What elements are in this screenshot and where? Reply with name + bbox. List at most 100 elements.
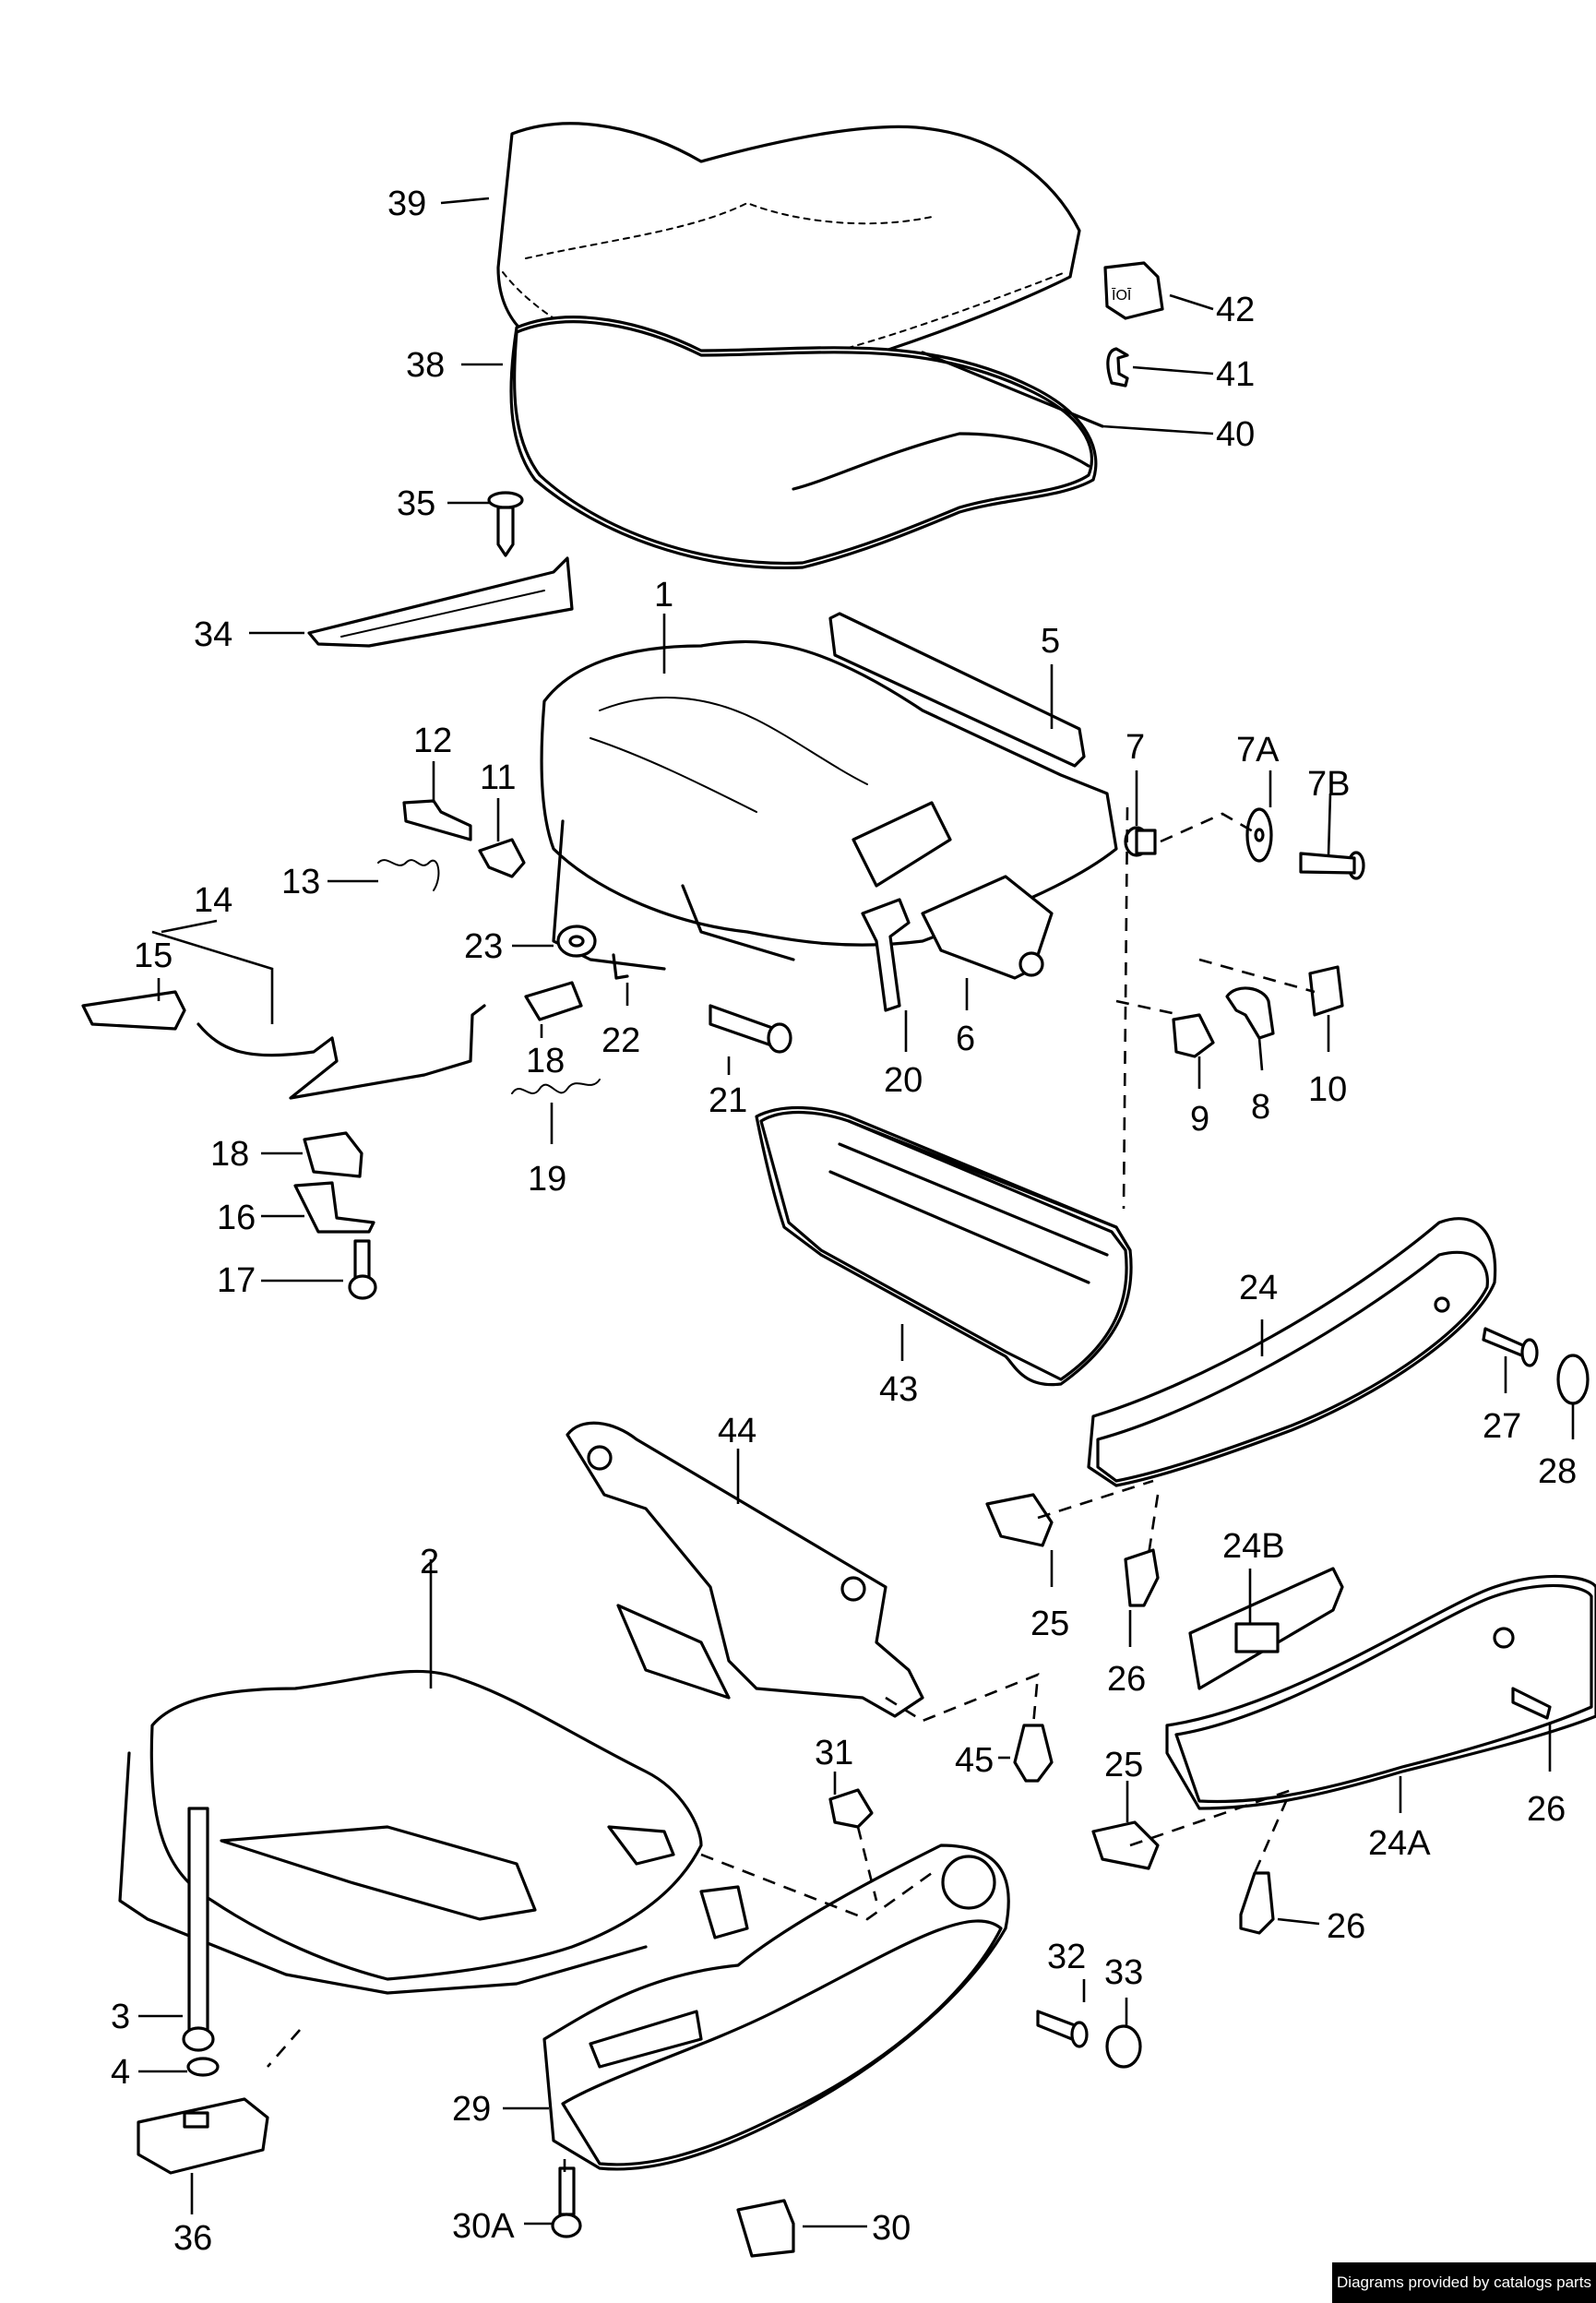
bolt-3 xyxy=(182,1807,215,2052)
callout-43: 43 xyxy=(879,1370,918,1409)
callout-32: 32 xyxy=(1047,1938,1086,1976)
seat-foam-pad xyxy=(509,316,1098,570)
seat-frame-lower xyxy=(118,1669,749,1995)
callout-23: 23 xyxy=(464,927,503,966)
adjuster-mechanism xyxy=(921,875,1054,980)
nut-23 xyxy=(556,925,597,958)
callout-31: 31 xyxy=(815,1734,853,1772)
screw-17 xyxy=(348,1239,377,1300)
callout-25: 25 xyxy=(1030,1605,1069,1643)
callout-13: 13 xyxy=(281,863,320,901)
screw-26-right xyxy=(1511,1687,1552,1720)
callout-42: 42 xyxy=(1216,291,1255,329)
callout-29: 29 xyxy=(452,2090,491,2129)
clip-31 xyxy=(828,1788,874,1829)
rod-14 xyxy=(197,1004,486,1100)
clip-11 xyxy=(478,838,526,878)
callout-27: 27 xyxy=(1483,1407,1521,1446)
callout-18-lower: 18 xyxy=(210,1135,249,1174)
cap-28 xyxy=(1556,1354,1590,1405)
clip-30 xyxy=(736,2199,795,2258)
callout-30a: 30A xyxy=(452,2207,515,2246)
callout-14: 14 xyxy=(194,881,232,920)
side-shield-29 xyxy=(542,1844,1010,2171)
callout-26: 26 xyxy=(1107,1660,1146,1699)
callout-7: 7 xyxy=(1126,728,1145,767)
callout-1: 1 xyxy=(654,576,673,615)
clip-25-lower xyxy=(1091,1820,1160,1870)
callout-25-lower: 25 xyxy=(1104,1746,1143,1784)
callout-21: 21 xyxy=(709,1081,747,1120)
bushing-7 xyxy=(1124,826,1157,857)
screw-32 xyxy=(1036,2010,1089,2048)
callout-24: 24 xyxy=(1239,1269,1278,1307)
callout-7b: 7B xyxy=(1307,765,1350,804)
callout-41: 41 xyxy=(1216,355,1255,394)
side-panel xyxy=(828,612,1086,768)
screw-35 xyxy=(487,491,524,557)
seat-frame-upper xyxy=(540,639,1118,971)
callout-33: 33 xyxy=(1104,1953,1143,1992)
bushing-18-lower xyxy=(303,1131,363,1178)
callout-44: 44 xyxy=(718,1412,756,1450)
cap-9 xyxy=(1172,1013,1215,1058)
callout-22: 22 xyxy=(601,1021,640,1060)
callout-38: 38 xyxy=(406,346,445,385)
callout-12: 12 xyxy=(413,722,452,760)
retaining-rod xyxy=(921,351,1104,428)
bracket-16 xyxy=(293,1181,375,1234)
callout-9: 9 xyxy=(1190,1100,1209,1139)
trim-cap-36 xyxy=(137,2097,269,2175)
callout-28: 28 xyxy=(1538,1452,1577,1491)
callout-24a: 24A xyxy=(1368,1824,1431,1863)
handle-15 xyxy=(81,990,186,1031)
callout-7a: 7A xyxy=(1236,731,1280,770)
spring-13 xyxy=(377,859,440,891)
callout-39: 39 xyxy=(387,185,426,223)
screw-26-upper xyxy=(1124,1548,1160,1607)
trim-strip xyxy=(307,556,574,648)
washer-7a xyxy=(1245,807,1273,863)
bracket-10 xyxy=(1308,965,1344,1017)
callout-labels: 39 38 42 41 40 35 34 1 5 7 7A 7B 12 11 1… xyxy=(111,185,1577,2258)
bushing-18 xyxy=(524,981,583,1021)
screw-27 xyxy=(1482,1327,1539,1367)
callout-15: 15 xyxy=(134,937,173,975)
side-trim-24 xyxy=(1087,1217,1497,1487)
seat-pan-43 xyxy=(755,1105,1133,1387)
clip-45 xyxy=(1013,1724,1054,1783)
callout-40: 40 xyxy=(1216,415,1255,454)
callout-26-lower: 26 xyxy=(1327,1907,1365,1946)
callout-11: 11 xyxy=(480,758,516,797)
pin-12 xyxy=(402,799,472,841)
bracket-panel-44 xyxy=(566,1421,924,1718)
diagram-credit-footer: Diagrams provided by catalogs parts xyxy=(1332,2262,1596,2303)
callout-5: 5 xyxy=(1041,622,1060,661)
callout-3: 3 xyxy=(111,1998,130,2036)
callout-35: 35 xyxy=(397,484,435,523)
callout-36: 36 xyxy=(173,2219,212,2258)
bolt-21 xyxy=(709,1004,792,1054)
side-trim-24a xyxy=(1165,1574,1596,1810)
callout-30: 30 xyxy=(872,2209,911,2248)
svg-text:ĪOĪ: ĪOĪ xyxy=(1112,287,1132,304)
callout-4: 4 xyxy=(111,2053,130,2092)
hook-clip xyxy=(1106,347,1129,388)
assembly-guide-lines xyxy=(267,806,1316,2178)
clip-8 xyxy=(1225,986,1275,1040)
cap-33 xyxy=(1105,2024,1142,2069)
clip-22 xyxy=(612,953,629,980)
spring-19 xyxy=(511,1079,601,1094)
callout-17: 17 xyxy=(217,1261,256,1300)
callout-8: 8 xyxy=(1251,1088,1270,1127)
callout-18: 18 xyxy=(526,1042,565,1080)
leader-lines xyxy=(138,197,1575,2228)
callout-20: 20 xyxy=(884,1061,923,1100)
clip-25 xyxy=(985,1493,1054,1547)
callout-34: 34 xyxy=(194,615,232,654)
callout-16: 16 xyxy=(217,1199,256,1237)
screw-26-lower xyxy=(1239,1871,1275,1935)
washer-4 xyxy=(186,2057,220,2077)
clip-24b xyxy=(1188,1567,1344,1690)
